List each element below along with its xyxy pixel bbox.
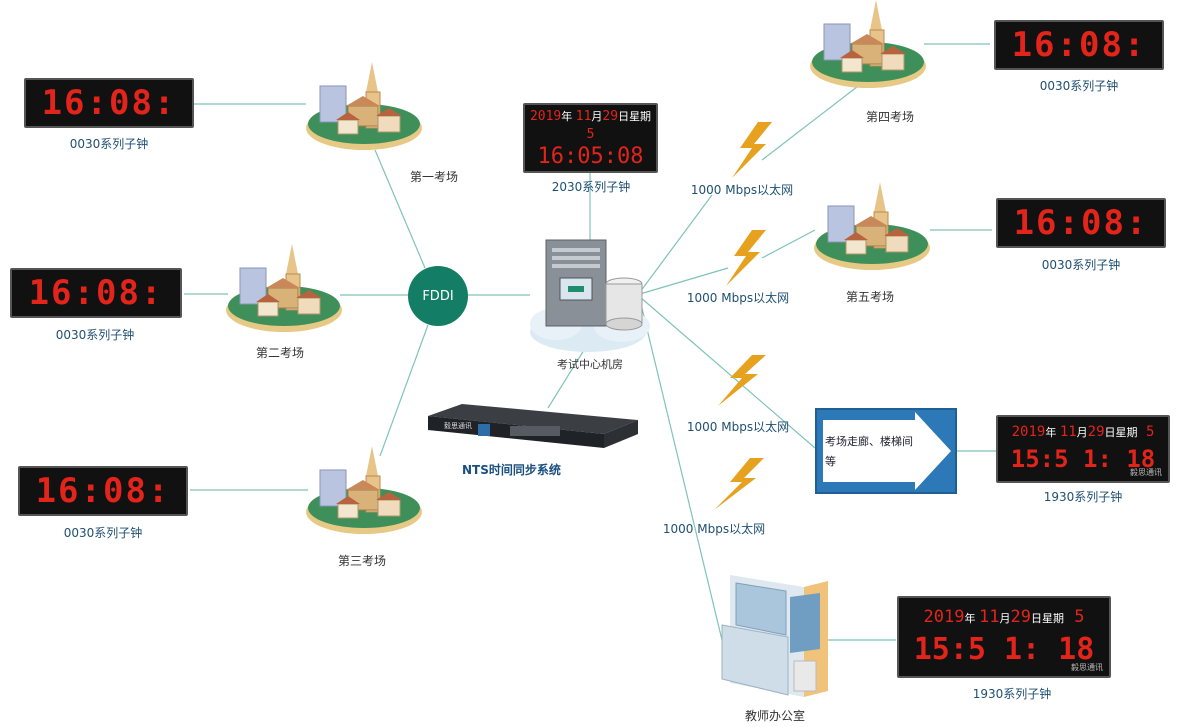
nts-system-label: NTS时间同步系统	[462, 463, 561, 477]
clock-0030-1-label: 0030系列子钟	[69, 137, 149, 151]
exam-room-2-label: 第二考场	[255, 346, 304, 360]
clock-time: 16:08: 18	[1013, 203, 1149, 243]
clock-2030: 2019年 11月29日星期 5 16:05:08 温度 26℃ 湿度 13%	[523, 103, 658, 173]
clock-0030-2-label: 0030系列子钟	[55, 328, 135, 342]
line-room3-hub	[379, 324, 429, 457]
clock-1930-date: 2019年 11月29日星期 5	[1011, 424, 1155, 440]
clock-1930-date: 2019年 11月29日星期 5	[923, 607, 1085, 627]
link-label-1: 1000 Mbps以太网	[690, 183, 794, 197]
line-room1-hub	[374, 149, 426, 269]
lightning-bolt-icon	[732, 122, 772, 178]
link-label-2: 1000 Mbps以太网	[686, 291, 790, 305]
exam-room-icon	[814, 182, 930, 270]
clock-2030-time: 16:05:08	[537, 144, 644, 169]
arrow-icon	[823, 412, 951, 490]
line-link2-room5	[761, 229, 816, 259]
lightning-bolt-icon	[718, 355, 766, 406]
line-server-link1a	[639, 194, 713, 293]
clock-1930-1-label: 1930系列子钟	[1043, 490, 1123, 504]
clock-time: 16:08: 18	[41, 83, 177, 123]
exam-room-5-label: 第五考场	[845, 290, 894, 304]
clock-1930-2: 2019年 11月29日星期 5 15:5 1: 18 毅思通讯	[897, 596, 1111, 678]
exam-room-icon	[306, 62, 422, 150]
clock-brand: 毅思通讯	[1130, 468, 1162, 477]
line-server-link2a	[639, 267, 729, 295]
line-server-office	[639, 299, 723, 641]
clock-time: 16:08: 18	[28, 273, 164, 313]
nts-brand: 毅思通讯	[444, 422, 472, 430]
clock-0030-4: 16:08: 18	[994, 20, 1164, 70]
clock-0030-5: 16:08: 18	[996, 198, 1166, 248]
office-label: 教师办公室	[744, 709, 805, 723]
exam-room-3-label: 第三考场	[337, 554, 386, 568]
clock-0030-2: 16:08: 18	[10, 268, 182, 318]
clock-2030-date: 2019年 11月29日星期 5	[529, 109, 652, 142]
clock-1930-1: 2019年 11月29日星期 5 15:5 1: 18 毅思通讯	[996, 415, 1170, 483]
office-building-icon	[721, 575, 828, 697]
lightning-bolt-icon	[726, 230, 766, 286]
corridor-sign: 考场走廊、楼梯间等	[815, 408, 957, 494]
clock-0030-1: 16:08: 18	[24, 78, 194, 128]
clock-0030-3: 16:08: 18	[18, 466, 188, 516]
clock-1930-time: 15:5 1: 18	[913, 632, 1095, 667]
lightning-bolt-icon	[714, 458, 764, 510]
nts-device-icon	[428, 404, 638, 448]
line-server-sign	[639, 296, 816, 449]
exam-room-4-label: 第四考场	[865, 110, 914, 124]
server-room-icon	[530, 239, 650, 352]
clock-time: 16:08: 18	[1011, 25, 1147, 65]
clock-2030-env: 温度 26℃ 湿度 13%	[525, 170, 656, 171]
clock-1930-time: 15:5 1: 18	[1010, 445, 1156, 473]
line-link1-room4	[761, 79, 867, 161]
connection-lines	[184, 43, 996, 641]
link-label-4: 1000 Mbps以太网	[662, 522, 766, 536]
line-nts-server	[547, 349, 585, 409]
link-label-3: 1000 Mbps以太网	[686, 420, 790, 434]
clock-0030-5-label: 0030系列子钟	[1041, 258, 1121, 272]
clock-brand: 毅思通讯	[1071, 663, 1103, 672]
clock-1930-2-label: 1930系列子钟	[972, 687, 1052, 701]
lightning-bolts	[714, 122, 772, 510]
corridor-sign-text: 考场走廊、楼梯间等	[825, 435, 913, 468]
fddi-hub: FDDI	[408, 266, 468, 326]
clock-0030-4-label: 0030系列子钟	[1039, 79, 1119, 93]
exam-room-icon	[226, 244, 342, 332]
clock-2030-label: 2030系列子钟	[551, 180, 631, 194]
clock-time: 16:08: 18	[35, 471, 171, 511]
exam-room-1-label: 第一考场	[409, 170, 458, 184]
exam-room-icon	[306, 446, 422, 534]
clock-0030-3-label: 0030系列子钟	[63, 526, 143, 540]
exam-room-icon	[810, 0, 926, 88]
server-room-label: 考试中心机房	[557, 358, 623, 371]
